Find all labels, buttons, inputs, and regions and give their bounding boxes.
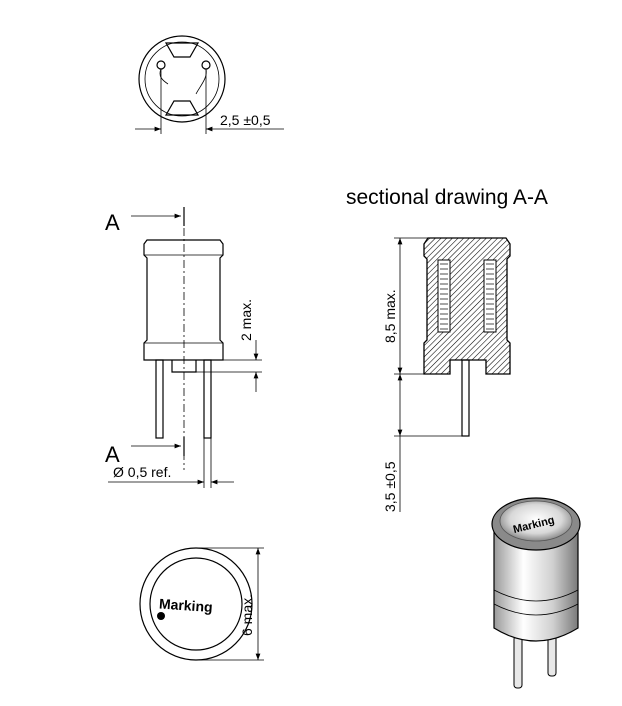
section-title: sectional drawing A-A bbox=[346, 186, 548, 209]
bottom-view-pin-left bbox=[156, 60, 166, 70]
offset-label: 2 max. bbox=[238, 299, 254, 341]
bottom-view-inner-circle bbox=[144, 41, 220, 117]
winding-cavity-left bbox=[437, 259, 451, 333]
perspective-band-bottom bbox=[493, 603, 579, 616]
side-view: A 2 max. A Ø 0,5 ref. bbox=[105, 207, 262, 488]
bottom-view-wire-right bbox=[195, 68, 207, 95]
bottom-view-slot-top bbox=[164, 42, 200, 58]
bottom-view-pin-right bbox=[201, 60, 211, 70]
bottom-view: 2,5 ±0,5 bbox=[135, 35, 284, 134]
side-view-pin-left bbox=[155, 359, 164, 439]
section-body-hatched bbox=[423, 237, 511, 375]
winding-turns-right bbox=[486, 263, 494, 330]
perspective-body bbox=[493, 527, 579, 642]
pin-diameter-label: Ø 0,5 ref. bbox=[113, 464, 171, 480]
pin-length-label: 3,5 ±0,5 bbox=[382, 461, 398, 512]
bottom-view-slot-bottom bbox=[164, 100, 200, 116]
side-view-standoff bbox=[171, 360, 197, 373]
section-pin bbox=[461, 359, 470, 437]
sectional-drawing: sectional drawing A-A bbox=[346, 186, 548, 512]
side-view-pin-right bbox=[203, 359, 212, 439]
side-view-body bbox=[143, 239, 224, 361]
section-mark-bottom: A bbox=[105, 442, 120, 467]
top-view-marking-text: Marking bbox=[158, 595, 213, 615]
winding-turns-left bbox=[440, 263, 448, 330]
section-mark-top: A bbox=[105, 210, 120, 235]
perspective-view: Marking bbox=[491, 497, 581, 689]
body-height-label: 8,5 max. bbox=[382, 289, 398, 343]
perspective-pin-left bbox=[513, 635, 523, 689]
diameter-label: 6 max. bbox=[239, 594, 255, 636]
top-view-polarity-dot bbox=[157, 612, 165, 620]
bottom-view-outer-circle bbox=[138, 35, 226, 123]
top-view-inner-circle bbox=[149, 557, 243, 651]
top-view: Marking 6 max. bbox=[139, 547, 264, 661]
perspective-top-face bbox=[499, 500, 573, 542]
pin-spacing-label: 2,5 ±0,5 bbox=[220, 112, 271, 128]
perspective-band-top bbox=[493, 589, 579, 602]
winding-cavity-right bbox=[483, 259, 497, 333]
